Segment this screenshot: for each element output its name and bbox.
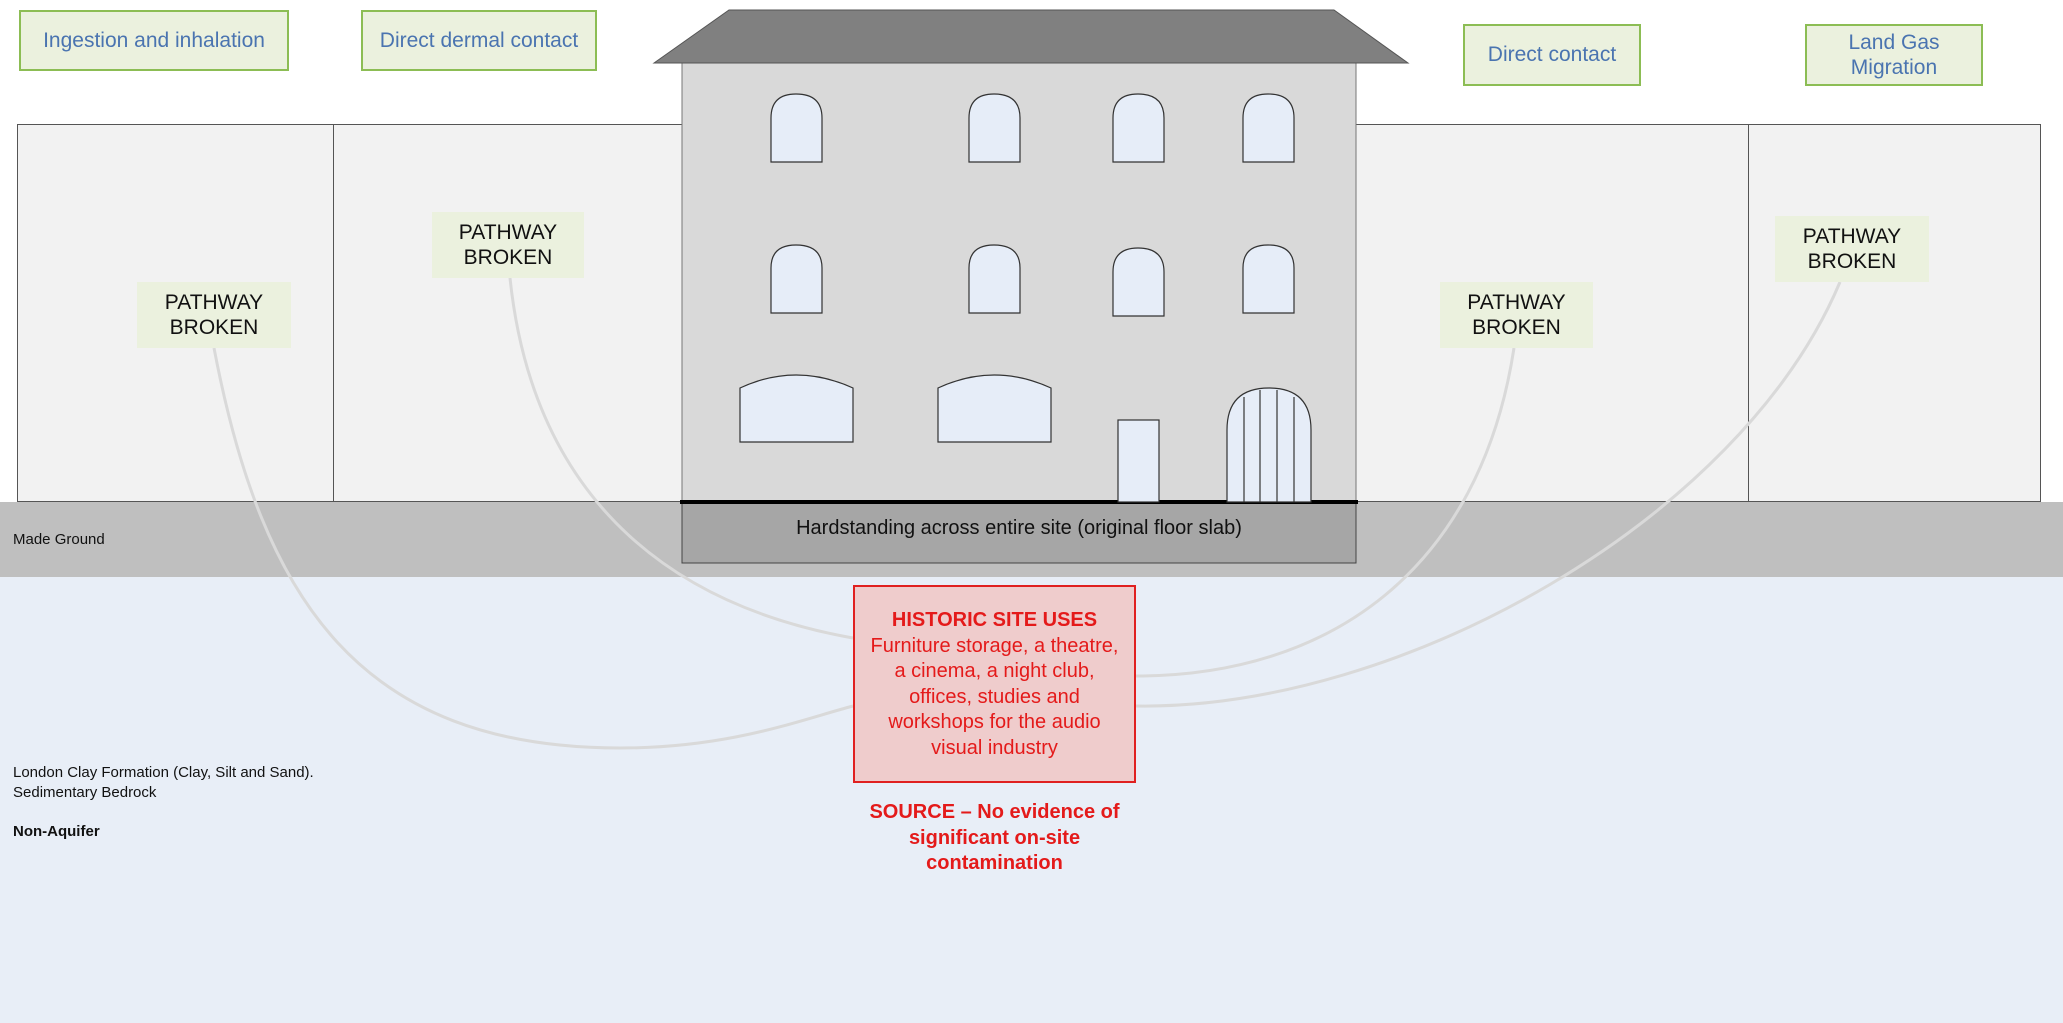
window-icon bbox=[968, 93, 1021, 163]
panel-right-outer bbox=[1748, 124, 2041, 502]
window-icon bbox=[770, 93, 823, 163]
arched-gate-icon bbox=[1226, 387, 1312, 503]
receptor-direct-dermal-contact: Direct dermal contact bbox=[361, 10, 597, 71]
wide-window-icon bbox=[739, 374, 854, 443]
receptor-land-gas-migration: Land Gas Migration bbox=[1805, 24, 1983, 86]
pathway-label: PATHWAY BROKEN bbox=[1802, 224, 1902, 273]
pathway-broken-dermal: PATHWAY BROKEN bbox=[432, 212, 584, 278]
pathway-curve-ingestion bbox=[212, 347, 854, 750]
pathway-label: PATHWAY BROKEN bbox=[1467, 290, 1566, 339]
window-icon bbox=[1242, 244, 1295, 314]
wide-window-icon bbox=[937, 374, 1052, 443]
non-aquifer-label: Non-Aquifer bbox=[13, 823, 100, 840]
historic-site-uses-box: HISTORIC SITE USES Furniture storage, a … bbox=[853, 585, 1136, 783]
pathway-curve-direct bbox=[1135, 347, 1516, 678]
receptor-direct-contact: Direct contact bbox=[1463, 24, 1641, 86]
receptor-ingestion-inhalation: Ingestion and inhalation bbox=[19, 10, 289, 71]
source-title: HISTORIC SITE USES bbox=[891, 609, 1098, 631]
receptor-gas-label: Land Gas Migration bbox=[1848, 30, 1940, 79]
made-ground-label: Made Ground bbox=[13, 531, 105, 548]
pathway-curve-dermal bbox=[508, 277, 854, 640]
hardstanding-label: Hardstanding across entire site (origina… bbox=[796, 517, 1242, 539]
source-note: SOURCE – No evidence of significant on-s… bbox=[869, 801, 1120, 875]
london-clay-label: London Clay Formation (Clay, Silt and Sa… bbox=[13, 764, 314, 801]
receptor-ingestion-label: Ingestion and inhalation bbox=[43, 28, 265, 52]
pathway-broken-ingestion: PATHWAY BROKEN bbox=[137, 282, 291, 348]
floor-slab bbox=[681, 501, 1357, 564]
window-icon bbox=[968, 244, 1021, 314]
pathway-broken-gas: PATHWAY BROKEN bbox=[1775, 216, 1929, 282]
pathway-curve-gas bbox=[1135, 281, 1842, 708]
window-icon bbox=[1242, 93, 1295, 163]
receptor-dermal-label: Direct dermal contact bbox=[379, 28, 579, 52]
door-icon bbox=[1117, 419, 1160, 503]
roof bbox=[652, 9, 1410, 64]
window-icon bbox=[1112, 93, 1165, 163]
source-description: Furniture storage, a theatre, a cinema, … bbox=[870, 634, 1119, 759]
receptor-direct-label: Direct contact bbox=[1487, 43, 1617, 67]
pathway-label: PATHWAY BROKEN bbox=[458, 220, 558, 269]
pathway-label: PATHWAY BROKEN bbox=[164, 290, 264, 339]
window-icon bbox=[770, 244, 823, 314]
pathway-broken-direct: PATHWAY BROKEN bbox=[1440, 282, 1593, 348]
window-icon bbox=[1112, 247, 1165, 317]
